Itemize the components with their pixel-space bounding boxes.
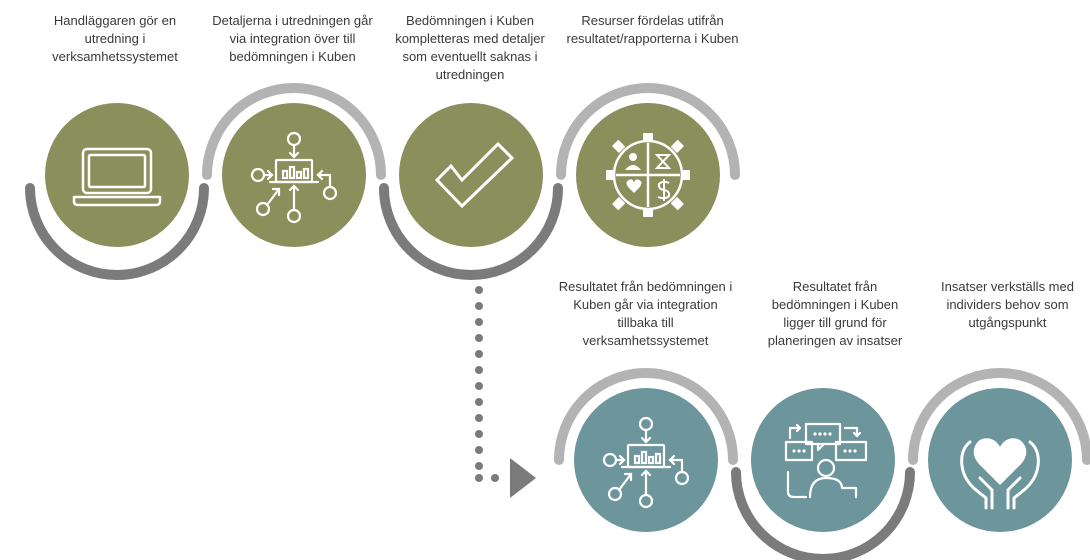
ring-arc-6 [731,467,915,560]
heart-hands-icon [960,438,1040,510]
dotted-connector [475,286,499,482]
ring-arc-4 [556,83,740,180]
ring-arc-1 [25,183,209,280]
laptop-icon [72,147,162,207]
arrow-head-icon [510,458,536,498]
step-3-label: Bedömningen i Kuben kompletteras med det… [395,13,545,82]
step-7-label: Insatser verkställs med individers behov… [941,279,1074,330]
step-3-circle [399,103,543,247]
step-5-label: Resultatet från bedömningen i Kuben går … [558,279,733,348]
ring-arc-5 [554,368,738,465]
resource-gear-icon [606,133,690,217]
step-1-circle [45,103,189,247]
step-2-label: Detaljerna i utredningen går via integra… [212,13,373,64]
planning-icon [784,422,868,499]
step-4-label: Resurser fördelas utifrån resultatet/rap… [566,13,739,46]
step-1-label: Handläggaren gör en utredning i verksamh… [52,13,178,64]
ring-arc-7 [908,368,1090,465]
ring-arc-3 [379,183,563,280]
integration-icon [250,131,338,224]
integration-return-icon [602,416,690,509]
checkmark-icon [434,141,515,209]
step-6-label: Resultatet från bedömningen i Kuben ligg… [767,279,903,348]
ring-arc-2 [202,83,386,180]
